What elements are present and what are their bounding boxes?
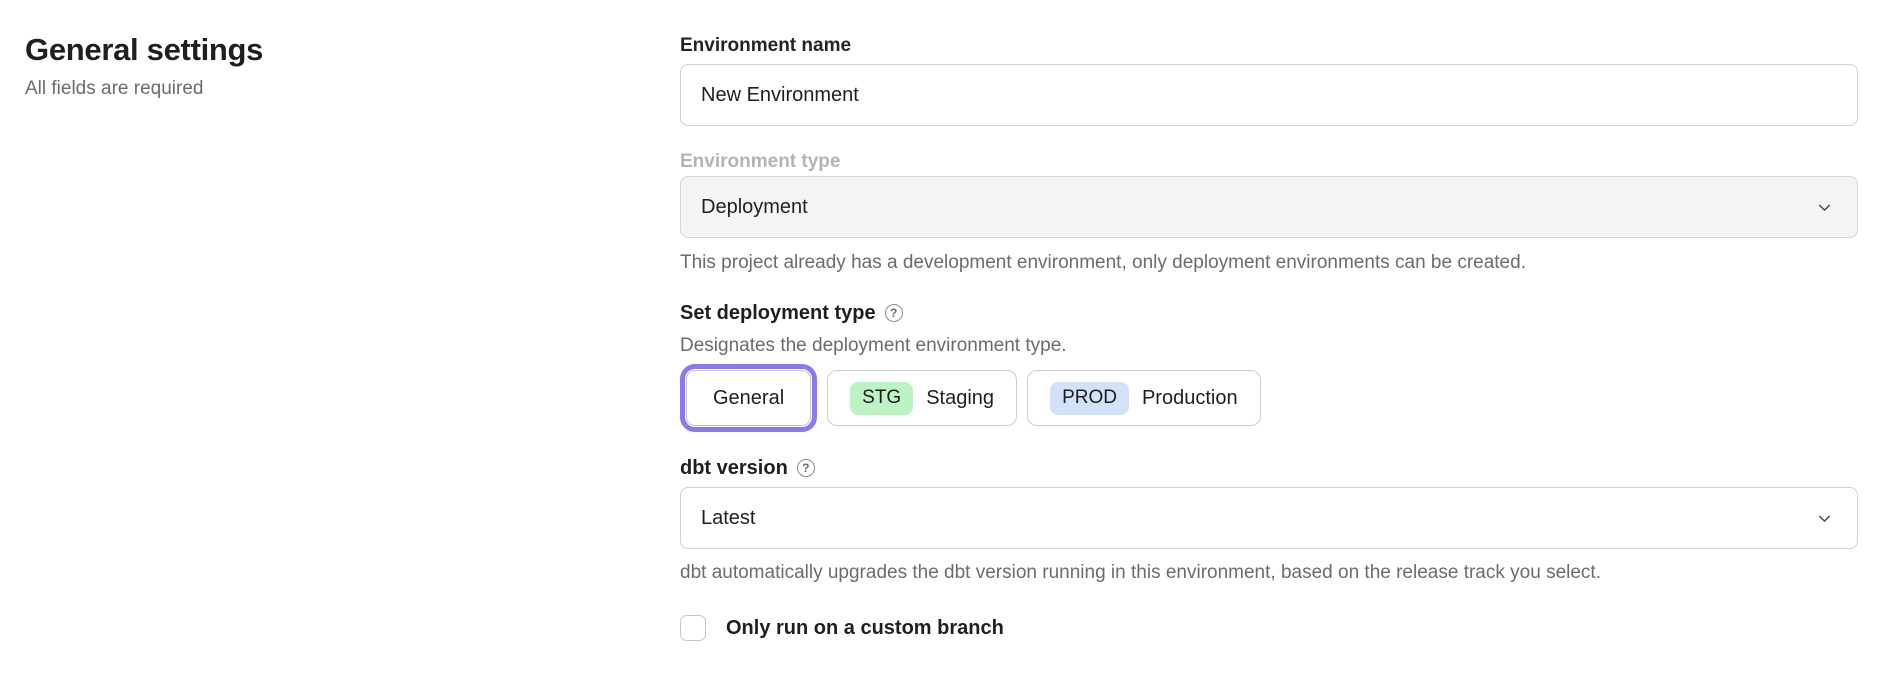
page-header: General settings All fields are required: [25, 32, 625, 100]
dbt-version-value: Latest: [701, 506, 756, 529]
deployment-type-label-text: Set deployment type: [680, 302, 876, 324]
dbt-version-select[interactable]: Latest: [680, 487, 1858, 549]
production-badge: PROD: [1050, 381, 1129, 415]
environment-name-label: Environment name: [680, 35, 852, 56]
deployment-type-staging-label: Staging: [926, 386, 995, 409]
question-mark-icon[interactable]: ?: [884, 304, 903, 322]
dbt-version-label-text: dbt version: [680, 457, 788, 479]
environment-type-helper: This project already has a development e…: [680, 252, 1526, 273]
custom-branch-checkbox[interactable]: [680, 615, 706, 641]
page-subtitle: All fields are required: [25, 78, 204, 99]
chevron-down-icon: [1816, 199, 1833, 216]
environment-type-select: Deployment: [680, 176, 1858, 238]
staging-badge: STG: [850, 381, 914, 415]
deployment-type-staging-button[interactable]: STG Staging: [827, 370, 1018, 426]
environment-settings-form: Environment name Environment type Deploy…: [680, 30, 1858, 641]
environment-name-input[interactable]: [680, 64, 1858, 126]
deployment-type-general-label: General: [713, 386, 785, 409]
dbt-version-helper: dbt automatically upgrades the dbt versi…: [680, 562, 1601, 583]
dbt-version-section-label: dbt version ?: [680, 457, 1858, 479]
environment-type-value: Deployment: [701, 195, 808, 218]
deployment-type-selected-ring: General: [680, 364, 818, 432]
environment-type-label: Environment type: [680, 151, 841, 172]
deployment-type-general-button[interactable]: General: [686, 370, 812, 426]
page-title: General settings: [25, 32, 264, 67]
chevron-down-icon: [1816, 510, 1833, 527]
deployment-type-section-label: Set deployment type ?: [680, 302, 1858, 324]
question-mark-icon[interactable]: ?: [796, 459, 815, 477]
deployment-type-options: General STG Staging PROD Production: [680, 364, 1858, 432]
custom-branch-row: Only run on a custom branch: [680, 615, 1858, 641]
deployment-type-production-label: Production: [1141, 386, 1238, 409]
deployment-type-helper: Designates the deployment environment ty…: [680, 335, 1067, 356]
custom-branch-label[interactable]: Only run on a custom branch: [726, 616, 1004, 639]
deployment-type-production-button[interactable]: PROD Production: [1027, 370, 1261, 426]
